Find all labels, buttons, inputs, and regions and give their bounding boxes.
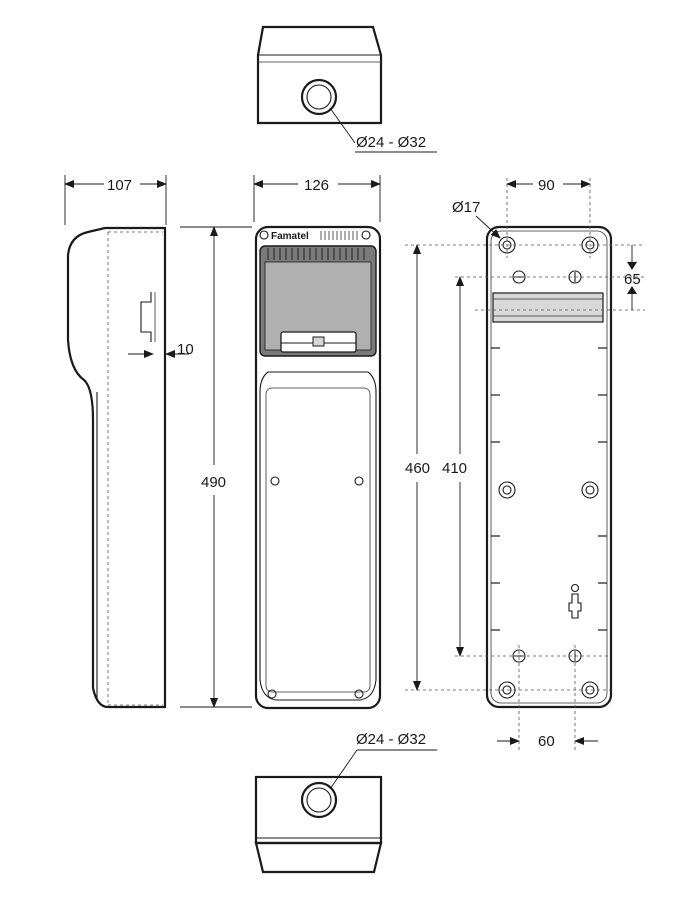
brand-logo-text: Famatel [271, 231, 309, 242]
side-offset-label: 10 [177, 341, 194, 358]
back-height-inner-label: 410 [442, 460, 467, 477]
latch-tab [312, 336, 325, 347]
front-height-label: 490 [201, 474, 226, 491]
bottom-hole-label: Ø24 - Ø32 [356, 731, 426, 748]
window-ribs [267, 248, 365, 260]
side-depth-label: 107 [107, 177, 132, 194]
front-view: Famatel [180, 175, 382, 710]
back-bottom-spacing-label: 60 [538, 733, 555, 750]
top-hole-label: Ø24 - Ø32 [356, 134, 426, 151]
back-height-outer-label: 460 [405, 460, 430, 477]
back-spacing-x-label: 90 [538, 177, 555, 194]
back-view: 90 Ø17 65 460 410 60 [405, 177, 645, 752]
side-view: 107 10 [64, 175, 194, 709]
back-rail-offset-label: 65 [624, 271, 641, 288]
din-rail [492, 292, 604, 323]
front-width-label: 126 [304, 177, 329, 194]
bottom-view: Ø24 - Ø32 [254, 731, 437, 874]
back-ribs [491, 347, 607, 631]
top-view: Ø24 - Ø32 [256, 25, 437, 153]
back-hole-diameter-label: Ø17 [452, 199, 480, 216]
front-hatch [320, 231, 358, 240]
